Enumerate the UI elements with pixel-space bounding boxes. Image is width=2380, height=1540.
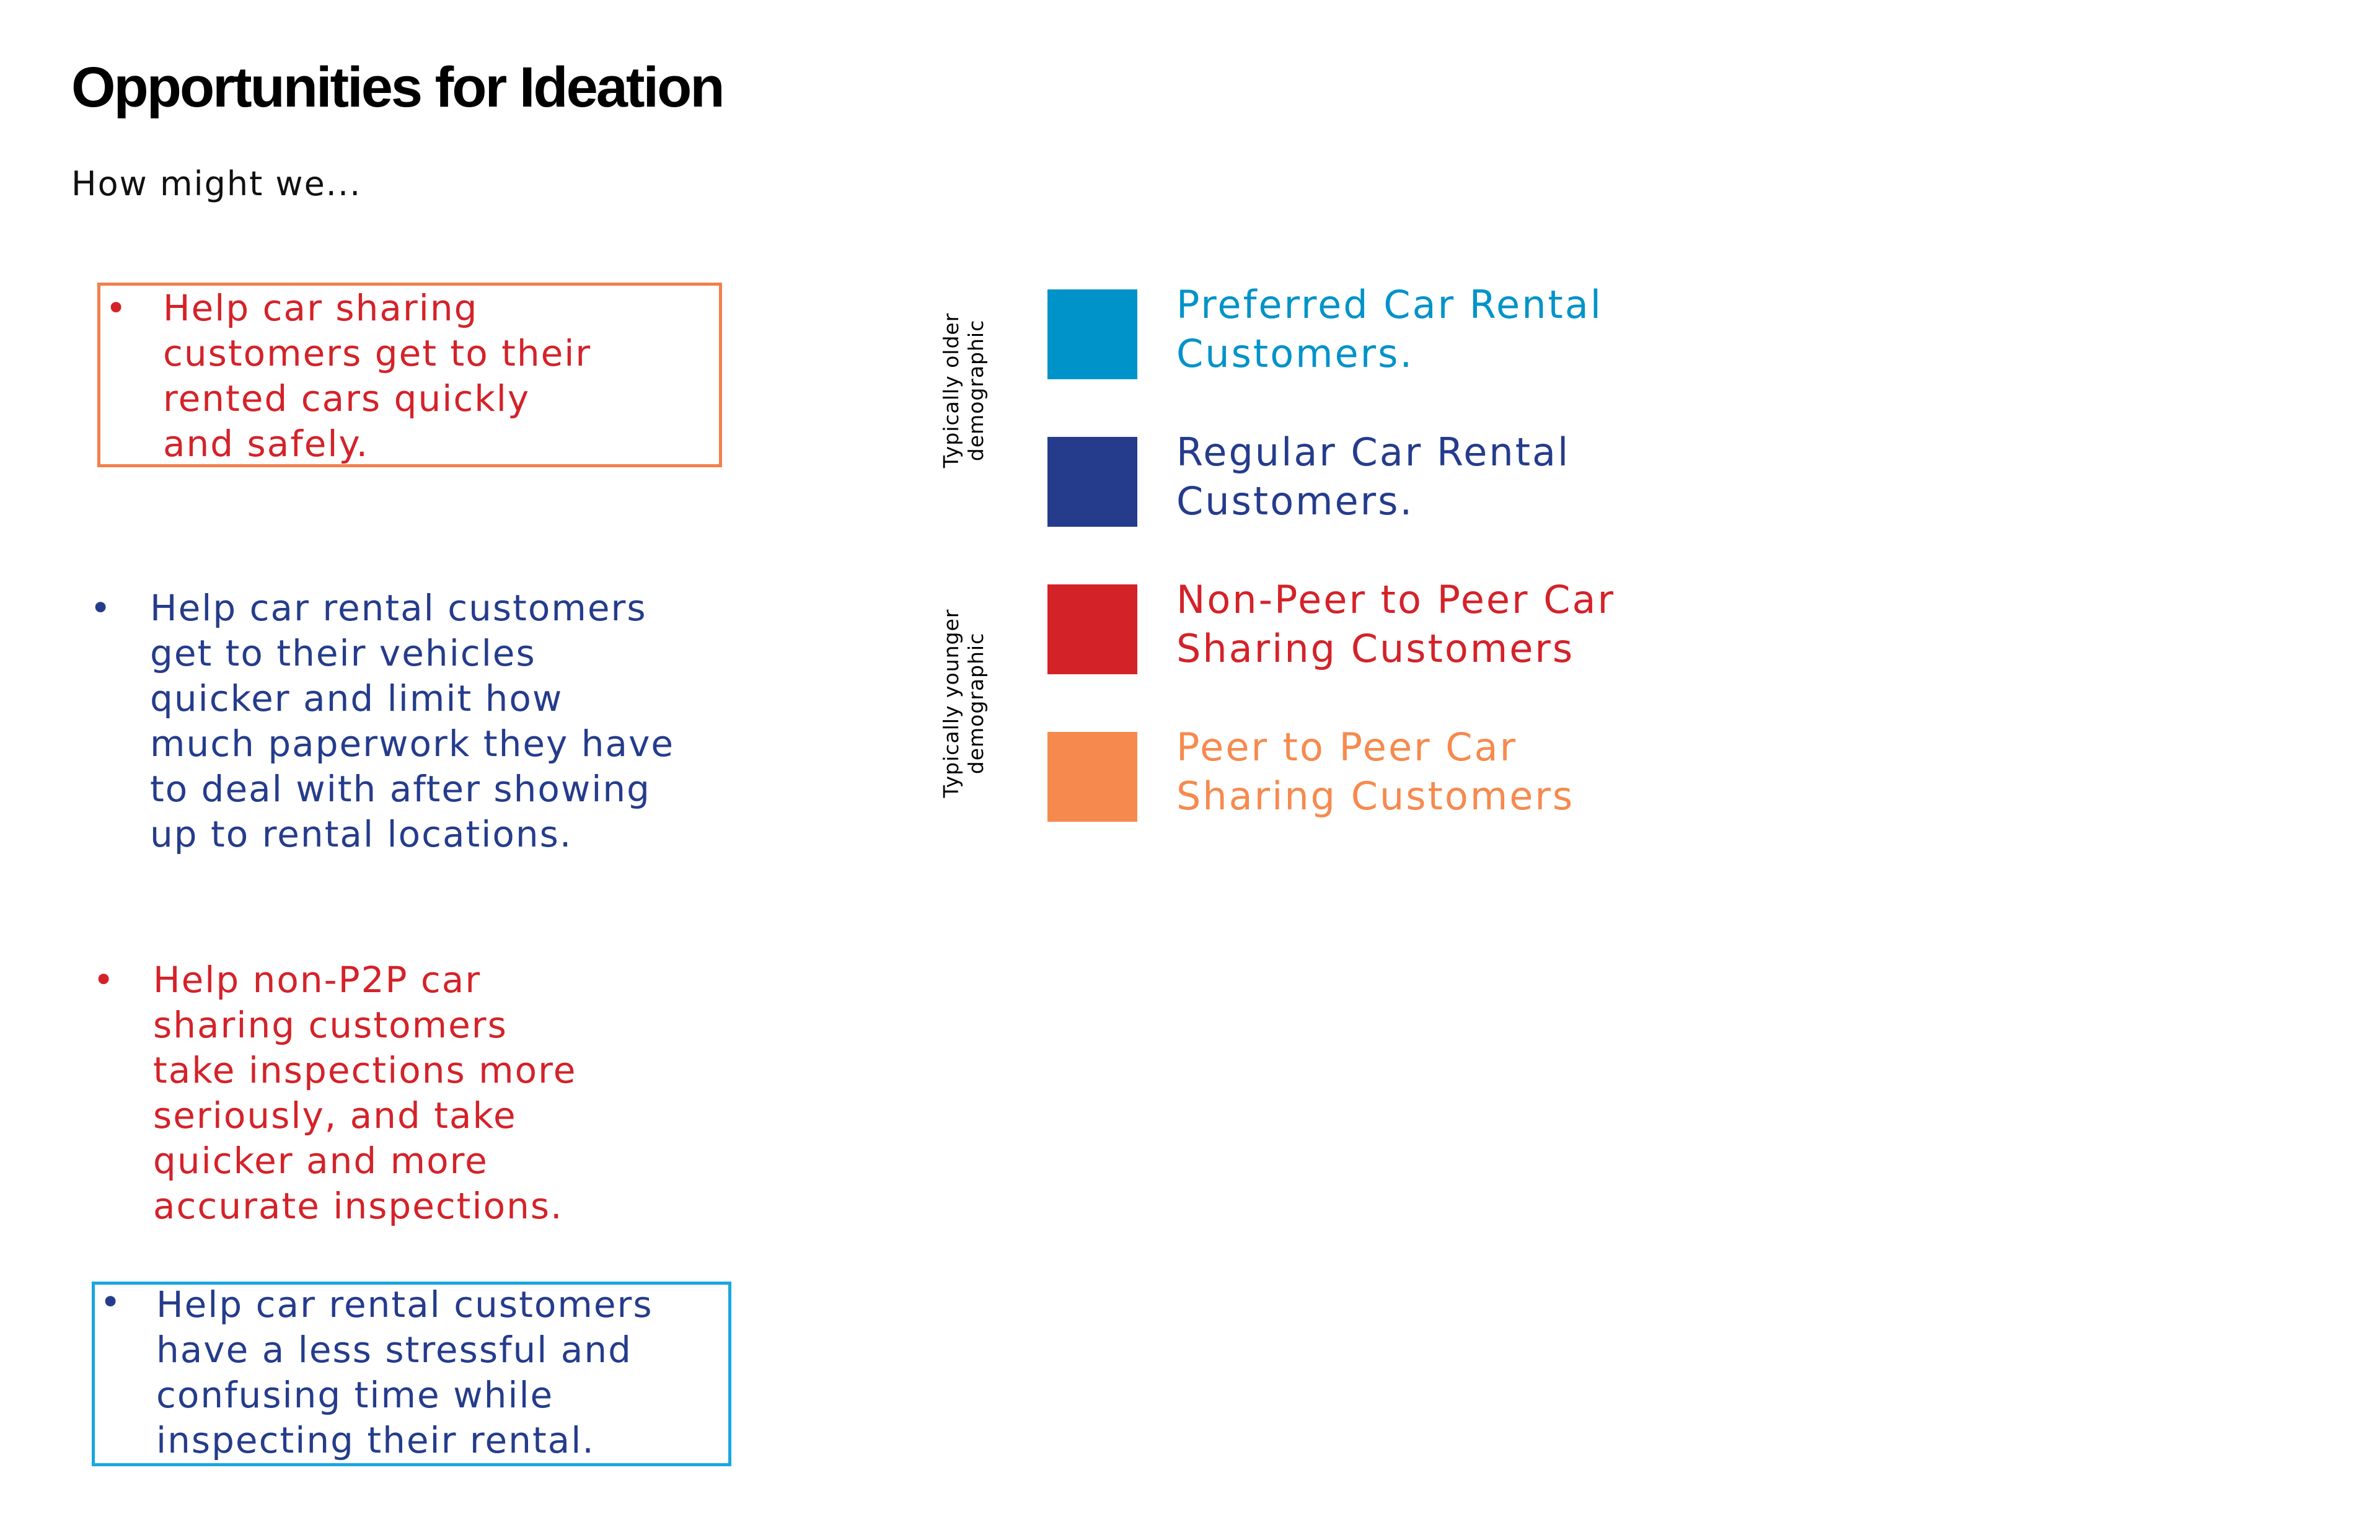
legend-swatch-regular [1047,437,1137,527]
legend-label-non-p2p: Non-Peer to Peer Car Sharing Customers [1176,577,1616,671]
opportunity-text: Help car rental customers have a less st… [156,1283,653,1461]
bullet-icon: • [93,959,116,1001]
bullet-icon: • [105,287,128,329]
opportunity-text: Help car rental customers get to their v… [150,587,675,855]
page-title: Opportunities for Ideation [71,56,725,119]
legend-swatch-non-p2p [1047,584,1137,674]
opportunity-text: Help non-P2P car sharing customers take … [153,959,577,1227]
opportunity-text: Help car sharing customers get to their … [163,287,592,465]
opportunity-item: • Help car rental customers get to their… [90,586,741,855]
opportunity-item: • Help car sharing customers get to thei… [97,283,722,467]
opportunity-item: • Help non-P2P car sharing customers tak… [93,957,713,1236]
opportunity-item: • Help car rental customers have a less … [92,1281,731,1466]
older-demographic-label: Typically older demographic [939,312,988,469]
bullet-icon: • [100,1281,123,1323]
legend-label-p2p: Peer to Peer Car Sharing Customers [1176,724,1575,819]
legend-swatch-p2p [1047,732,1137,822]
legend-label-regular: Regular Car Rental Customers. [1176,429,1571,524]
legend-label-preferred: Preferred Car Rental Customers. [1176,282,1603,376]
legend-swatch-preferred [1047,289,1137,379]
bullet-icon: • [90,587,113,629]
page-subtitle: How might we... [71,164,362,203]
younger-demographic-label: Typically younger demographic [939,609,988,798]
